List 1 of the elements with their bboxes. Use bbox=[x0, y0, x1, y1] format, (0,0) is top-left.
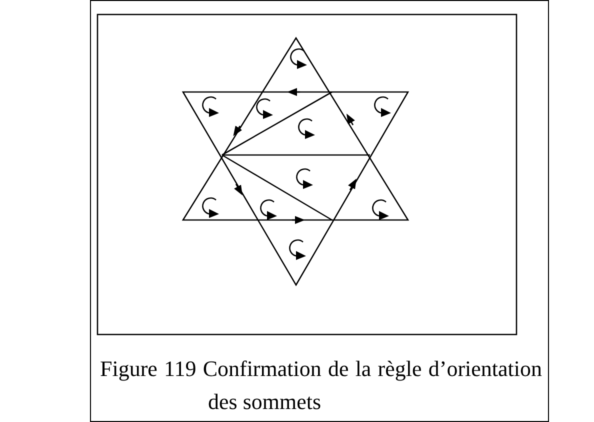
figure-caption: Figure 119 Confirmation de la règle d’orientation des sommets bbox=[100, 355, 542, 416]
